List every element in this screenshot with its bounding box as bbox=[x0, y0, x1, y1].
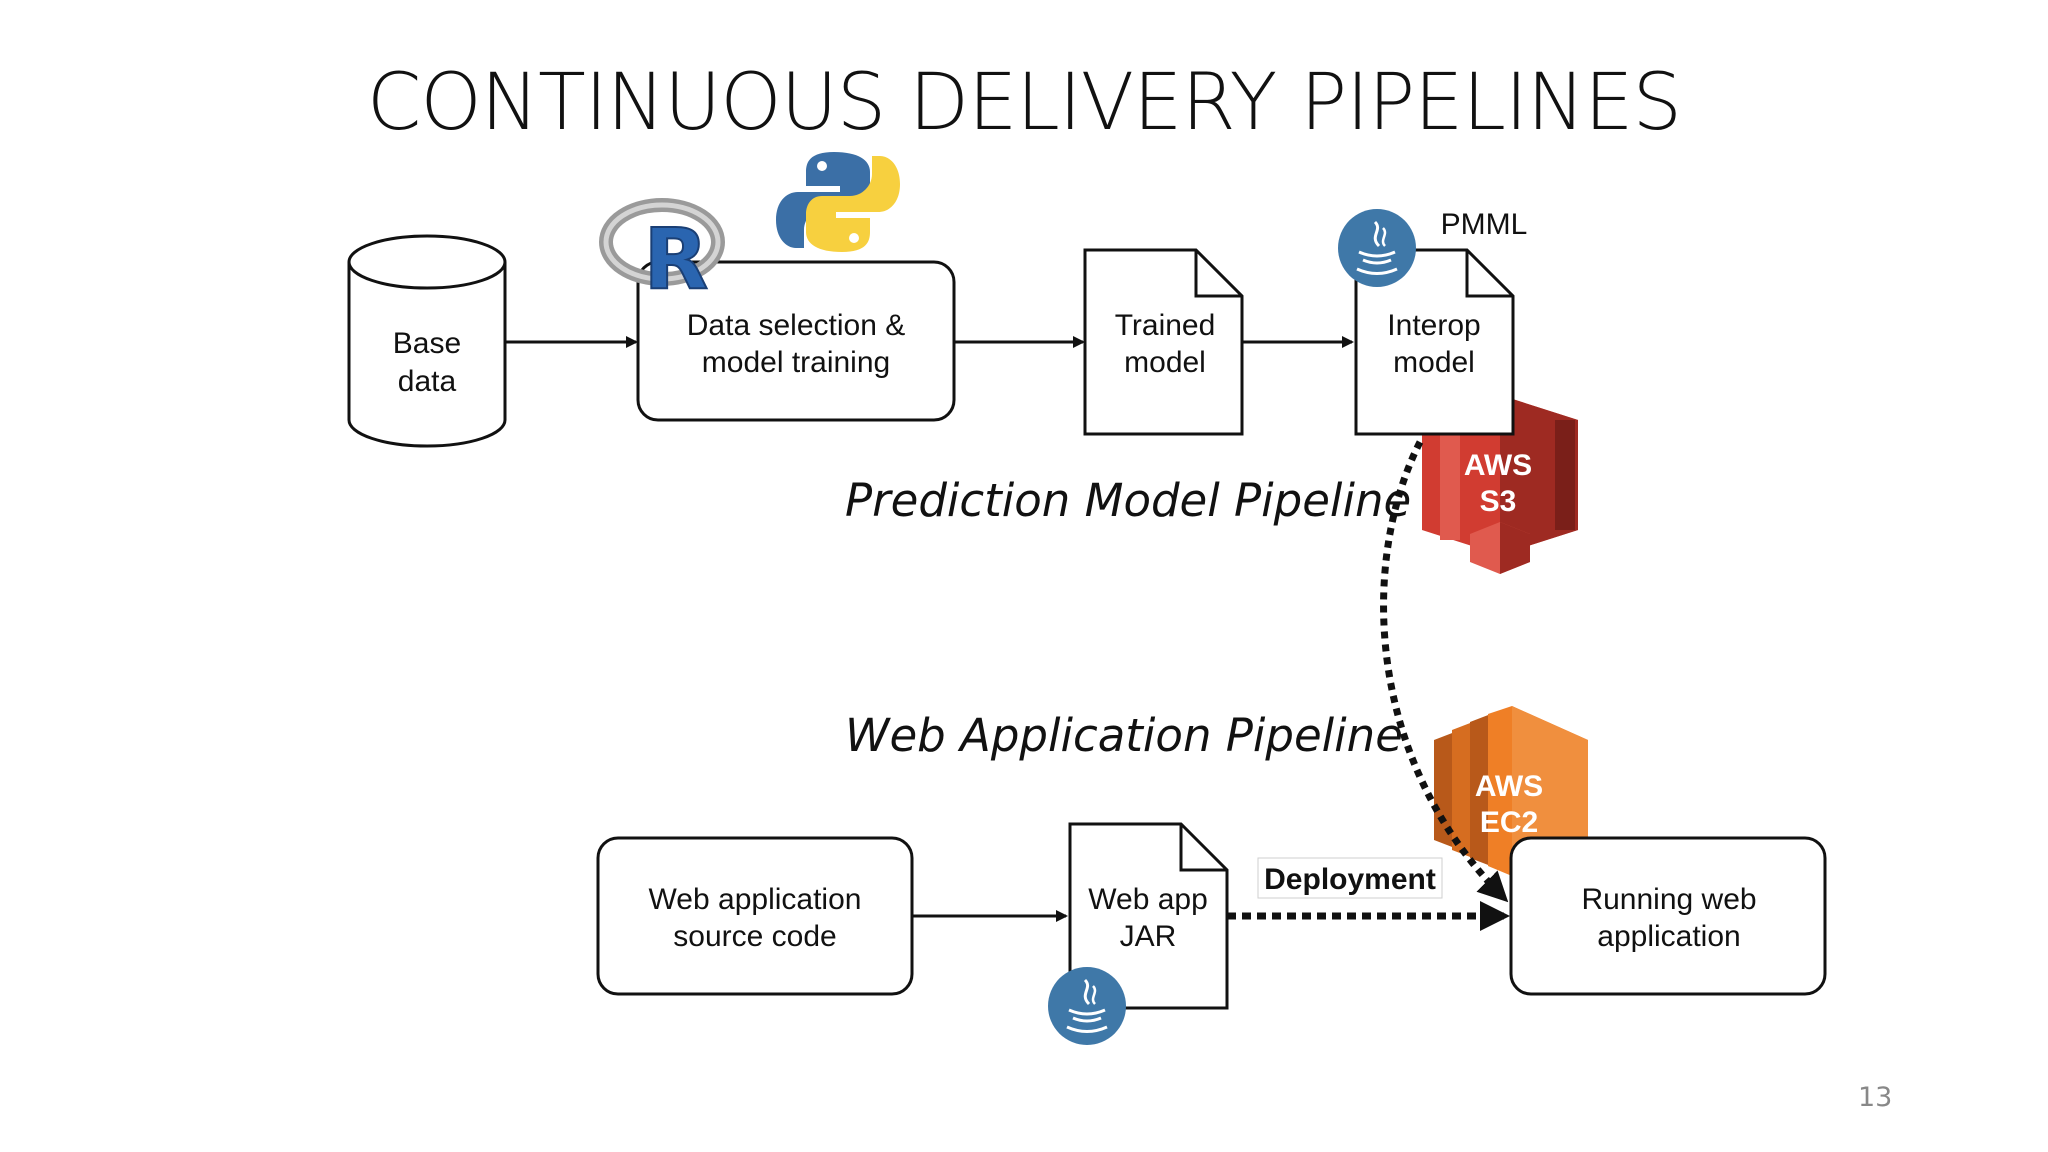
trained-model-node: Trained model bbox=[1083, 248, 1244, 436]
svg-text:Trained: Trained bbox=[1115, 309, 1216, 342]
svg-text:model: model bbox=[1393, 346, 1475, 379]
java-logo-icon bbox=[1048, 967, 1126, 1045]
source-code-label-line1: Web application bbox=[649, 883, 862, 916]
source-code-node: Web application source code bbox=[596, 836, 914, 996]
aws-s3-label-line1: AWS bbox=[1464, 449, 1532, 482]
svg-text:application: application bbox=[1597, 920, 1740, 953]
svg-text:Interop: Interop bbox=[1387, 309, 1480, 342]
trained-model-label-line1: Trained bbox=[1115, 309, 1216, 342]
svg-text:model training: model training bbox=[702, 346, 890, 379]
pmml-label: PMML bbox=[1441, 208, 1528, 241]
aws-ec2-label-line2: EC2 bbox=[1480, 806, 1538, 839]
svg-text:Web application: Web application bbox=[649, 883, 862, 916]
base-data-node: Base data bbox=[347, 234, 507, 448]
deployment-label: Deployment bbox=[1264, 863, 1436, 896]
java-logo-icon bbox=[1338, 209, 1416, 287]
training-label-line2: model training bbox=[702, 346, 890, 379]
slide-title: CONTINUOUS DELIVERY PIPELINES bbox=[366, 58, 1682, 148]
r-logo-letter: R bbox=[644, 210, 709, 308]
svg-text:JAR: JAR bbox=[1120, 920, 1177, 953]
aws-ec2-icon: AWS EC2 bbox=[1434, 706, 1588, 876]
running-app-node: Running web application bbox=[1509, 836, 1827, 996]
deployment-curve-arrow bbox=[1380, 440, 1509, 903]
aws-s3-label-line2: S3 bbox=[1480, 485, 1517, 518]
python-logo-icon bbox=[776, 152, 900, 252]
jar-label-line2: JAR bbox=[1120, 920, 1177, 953]
svg-text:Base: Base bbox=[393, 327, 461, 360]
r-logo-icon: R bbox=[599, 198, 725, 309]
source-code-label-line2: source code bbox=[673, 920, 836, 953]
svg-text:source code: source code bbox=[673, 920, 836, 953]
interop-model-label-line1: Interop bbox=[1387, 309, 1480, 342]
jar-label-line1: Web app bbox=[1088, 883, 1208, 916]
aws-ec2-label-line1: AWS bbox=[1475, 770, 1543, 803]
training-label-line1: Data selection & bbox=[687, 309, 905, 342]
base-data-label-line1: Base bbox=[393, 327, 461, 360]
running-app-label-line1: Running web bbox=[1581, 883, 1756, 916]
training-node: Data selection & model training bbox=[636, 260, 956, 422]
interop-model-label-line2: model bbox=[1393, 346, 1475, 379]
svg-text:model: model bbox=[1124, 346, 1206, 379]
web-pipeline-label: Web Application Pipeline bbox=[845, 709, 1403, 762]
svg-text:Running web: Running web bbox=[1581, 883, 1756, 916]
interop-model-node: Interop model bbox=[1354, 248, 1515, 436]
page-number: 13 bbox=[1858, 1082, 1893, 1113]
trained-model-label-line2: model bbox=[1124, 346, 1206, 379]
prediction-pipeline-label: Prediction Model Pipeline bbox=[845, 474, 1412, 527]
svg-text:Web app: Web app bbox=[1088, 883, 1208, 916]
svg-text:data: data bbox=[398, 365, 457, 398]
base-data-label-line2: data bbox=[398, 365, 457, 398]
svg-text:Data selection &: Data selection & bbox=[687, 309, 905, 342]
running-app-label-line2: application bbox=[1597, 920, 1740, 953]
